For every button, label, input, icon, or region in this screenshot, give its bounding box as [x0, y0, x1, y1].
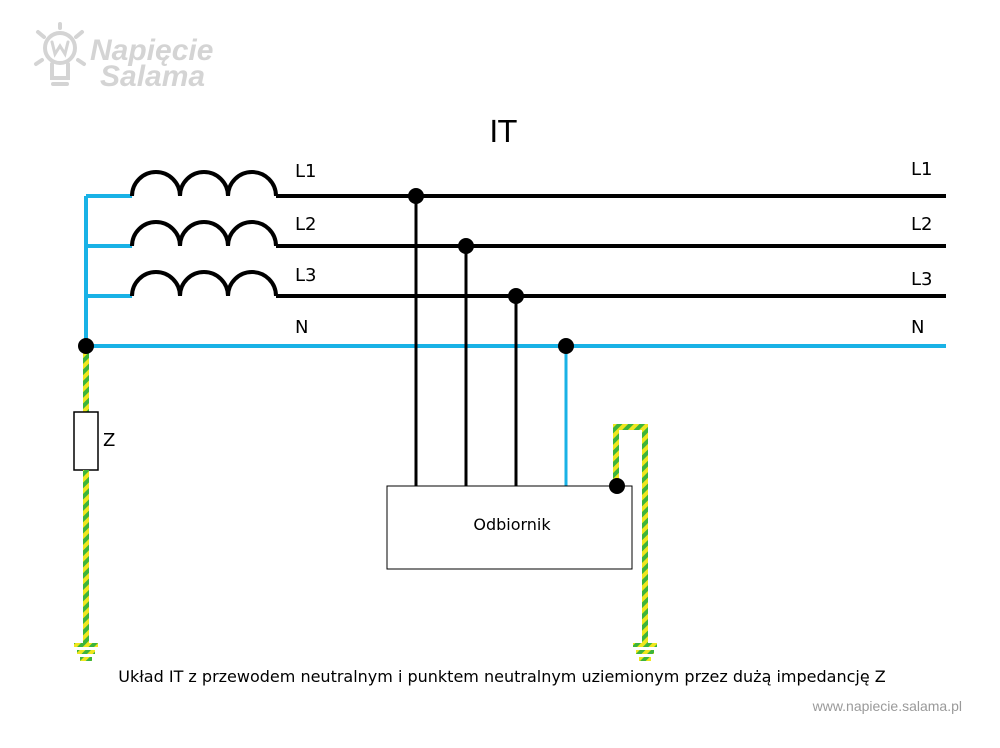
- logo-line2: Salama: [100, 60, 205, 93]
- coil-l2: [130, 220, 278, 247]
- junction-star: [78, 338, 94, 354]
- junction-l1: [408, 188, 424, 204]
- label-right-l1: L1: [911, 159, 932, 180]
- label-source-l1: L1: [295, 161, 316, 182]
- inductor-coil-icon: [130, 170, 278, 297]
- junction-pe-load: [609, 478, 625, 494]
- label-source-l2: L2: [295, 214, 316, 235]
- pe-load-right: [642, 424, 648, 644]
- coil-l1: [130, 170, 278, 197]
- diagram-caption: Układ IT z przewodem neutralnym i punkte…: [118, 667, 885, 686]
- label-impedance: Z: [103, 430, 115, 451]
- junction-l2: [458, 238, 474, 254]
- junction-n: [558, 338, 574, 354]
- load-connections: [414, 196, 568, 486]
- junction-dot-icon: [78, 188, 625, 494]
- label-source-n: N: [295, 317, 308, 338]
- logo-line1: Napięcie: [90, 34, 213, 67]
- source-earthing: [73, 346, 99, 661]
- impedance-z: [73, 411, 99, 471]
- pe-load-left: [613, 424, 619, 486]
- pe-wire-lower: [83, 470, 89, 644]
- pe-wire-upper: [83, 346, 89, 412]
- load-box: [386, 485, 633, 570]
- coil-l3: [130, 270, 278, 297]
- label-right-l3: L3: [911, 269, 932, 290]
- pe-load-top: [613, 424, 648, 430]
- lightbulb-w-icon: [34, 22, 86, 86]
- label-right-l2: L2: [911, 214, 932, 235]
- junction-l3: [508, 288, 524, 304]
- diagram-title: IT: [489, 115, 517, 150]
- ground-symbol-icon: [74, 643, 98, 661]
- source-star-connection: [84, 194, 132, 346]
- logo: Napięcie Salama: [34, 22, 213, 93]
- phase-lines: [276, 194, 946, 298]
- ground-symbol-icon: [633, 643, 657, 661]
- load-label: Odbiornik: [473, 515, 551, 534]
- label-source-l3: L3: [295, 265, 316, 286]
- label-right-n: N: [911, 317, 924, 338]
- site-url: www.napiecie.salama.pl: [812, 698, 962, 714]
- load-earthing: [613, 424, 657, 661]
